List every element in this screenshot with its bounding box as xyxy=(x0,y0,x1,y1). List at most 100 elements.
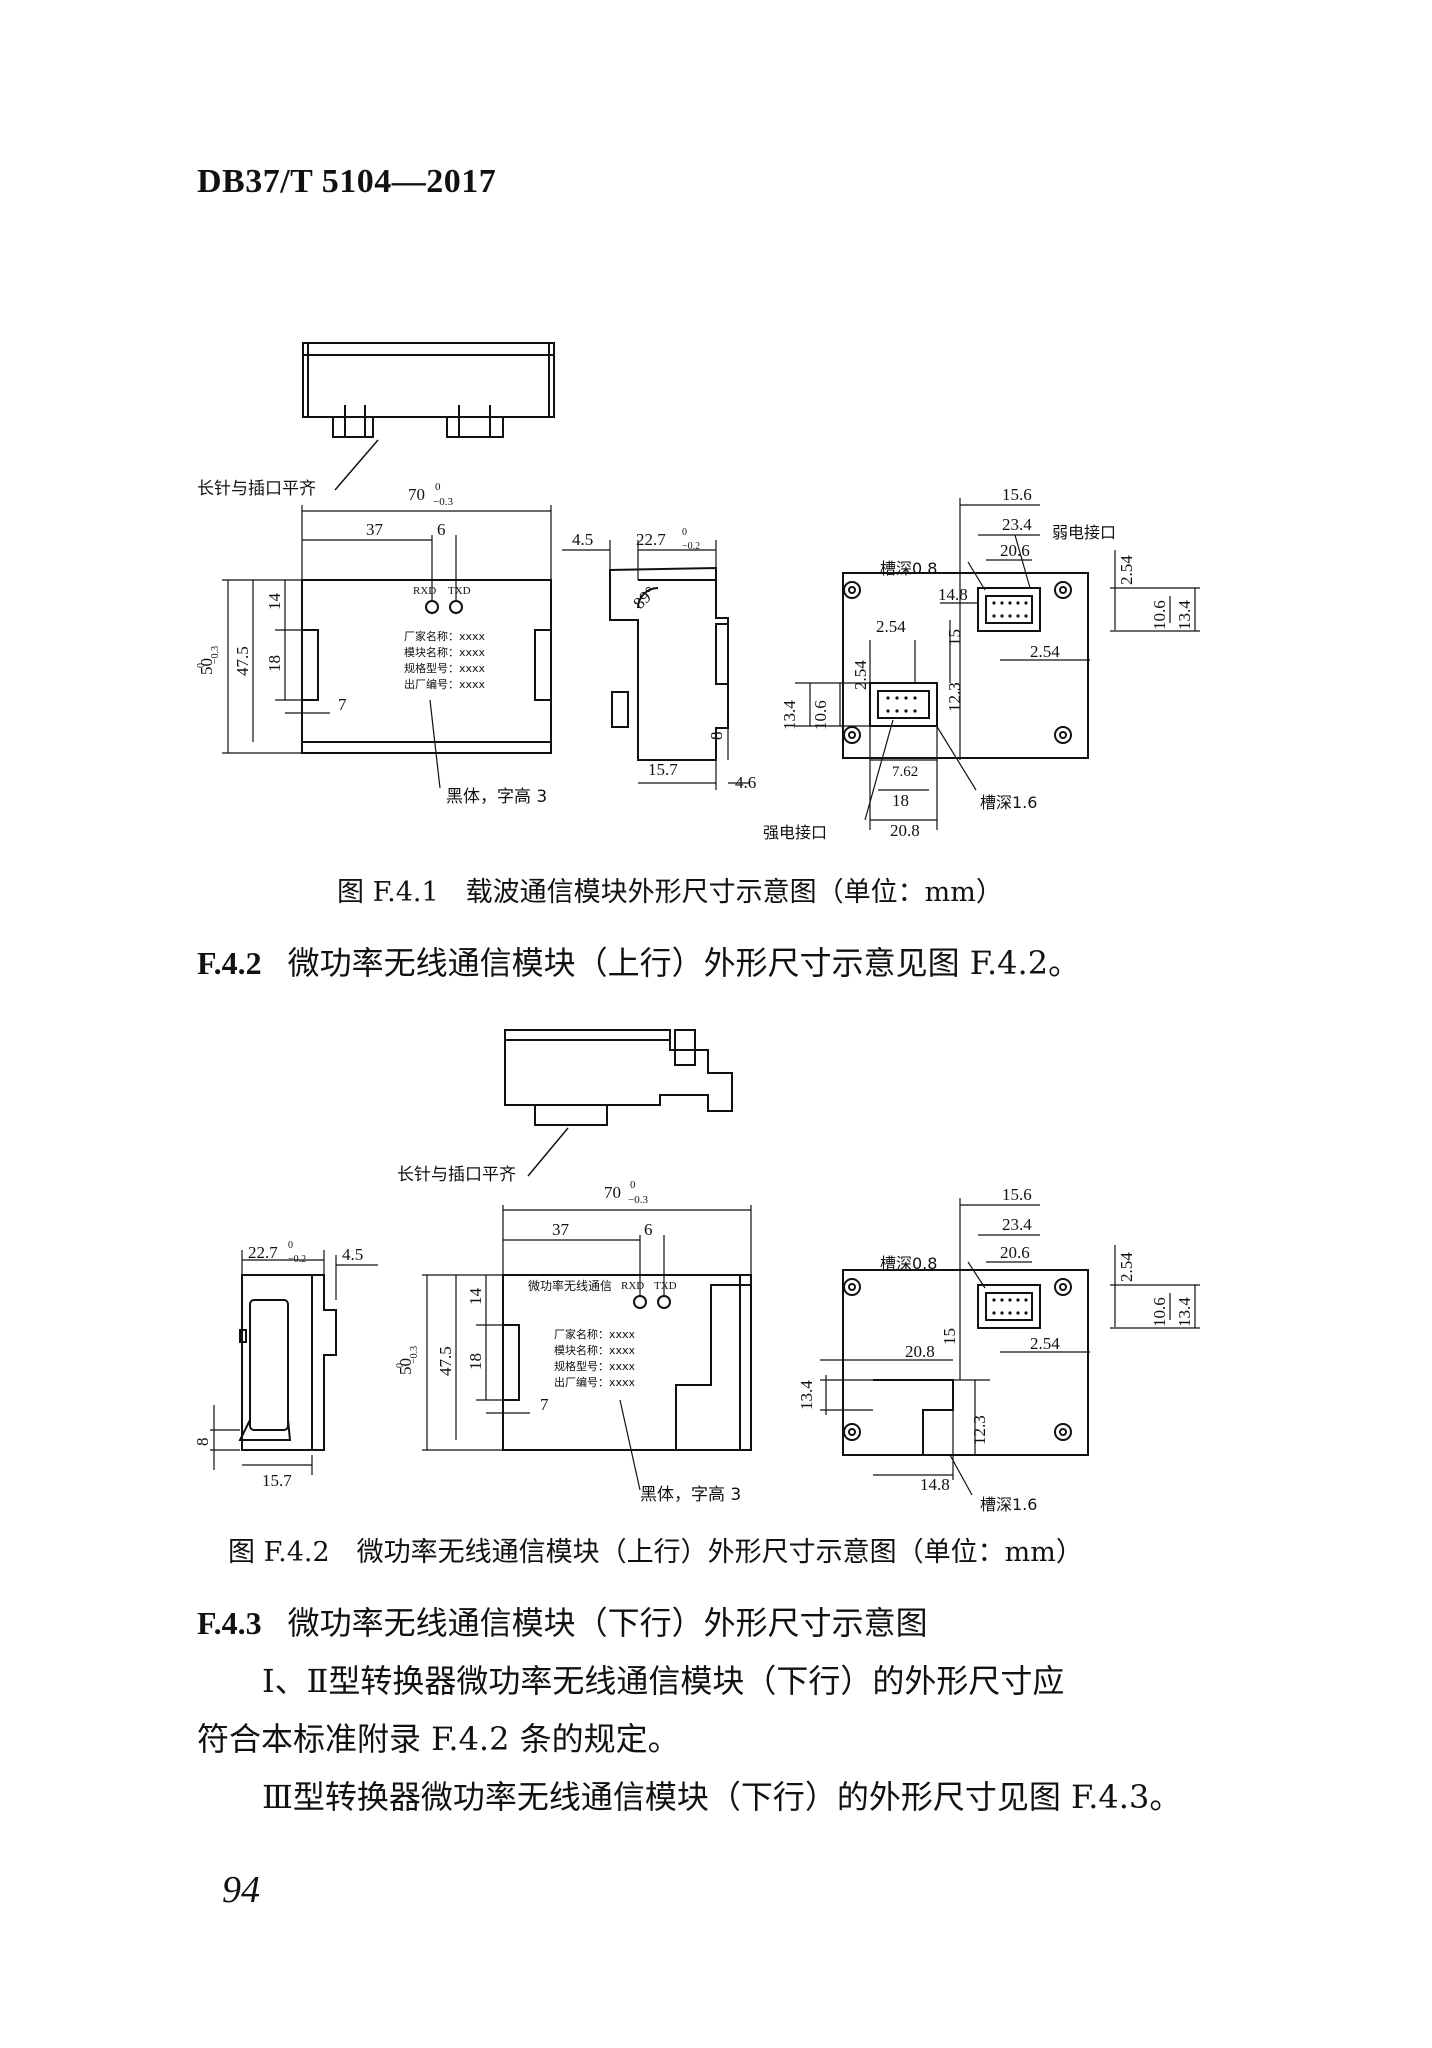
svg-text:15: 15 xyxy=(945,629,964,646)
svg-text:−0.3: −0.3 xyxy=(433,496,453,508)
paragraph-1-line-2: 符合本标准附录 F.4.2 条的规定。 xyxy=(197,1720,680,1758)
svg-text:黑体，字高 3: 黑体，字高 3 xyxy=(446,787,547,807)
svg-text:0: 0 xyxy=(435,481,441,493)
svg-text:0: 0 xyxy=(682,527,687,538)
svg-text:−0.3: −0.3 xyxy=(628,1194,648,1206)
figure-f42-caption: 图 F.4.2 微功率无线通信模块（上行）外形尺寸示意图（单位：mm） xyxy=(228,1537,1083,1568)
figure-f42-drawing: 长针与插口平齐 70 0 −0.3 37 6 50 0 −0.3 47.5 14… xyxy=(193,1029,1200,1514)
svg-text:厂家名称：xxxx: 厂家名称：xxxx xyxy=(404,629,486,643)
svg-text:13.4: 13.4 xyxy=(1175,1297,1194,1327)
svg-text:15.6: 15.6 xyxy=(1002,485,1032,504)
svg-text:20.6: 20.6 xyxy=(1000,1243,1030,1262)
svg-text:7: 7 xyxy=(540,1395,549,1414)
svg-text:弱电接口: 弱电接口 xyxy=(1052,523,1116,542)
svg-text:出厂编号：xxxx: 出厂编号：xxxx xyxy=(404,677,486,691)
svg-text:14.8: 14.8 xyxy=(938,585,968,604)
svg-text:0: 0 xyxy=(196,663,207,668)
svg-text:2.54: 2.54 xyxy=(1117,1252,1136,1282)
svg-text:20.8: 20.8 xyxy=(890,821,920,840)
figure-f41-drawing: 长针与插口平齐 70 0 −0.3 37 6 50 0 −0.3 47.5 14… xyxy=(196,342,1200,842)
svg-text:2.54: 2.54 xyxy=(876,617,906,636)
svg-text:15.7: 15.7 xyxy=(262,1471,292,1490)
svg-text:20.6: 20.6 xyxy=(1000,541,1030,560)
section-f43-heading: F.4.3 微功率无线通信模块（下行）外形尺寸示意图 xyxy=(197,1598,928,1644)
svg-text:4.5: 4.5 xyxy=(342,1245,363,1264)
section-f42-text: 微功率无线通信模块（上行）外形尺寸示意见图 F.4.2。 xyxy=(287,944,1081,982)
f41-top-view xyxy=(302,342,555,438)
svg-text:13.4: 13.4 xyxy=(1175,600,1194,630)
f41-side-view xyxy=(609,566,729,761)
svg-text:20.8: 20.8 xyxy=(905,1342,935,1361)
svg-text:37: 37 xyxy=(366,520,384,539)
svg-text:47.5: 47.5 xyxy=(436,1346,455,1376)
svg-text:黑体，字高 3: 黑体，字高 3 xyxy=(640,1485,741,1505)
svg-text:10.6: 10.6 xyxy=(811,700,830,730)
f42-side-view xyxy=(238,1274,337,1451)
svg-text:47.5: 47.5 xyxy=(233,646,252,676)
svg-text:14.8: 14.8 xyxy=(920,1475,950,1494)
svg-text:−0.3: −0.3 xyxy=(210,646,221,664)
svg-text:15.6: 15.6 xyxy=(1002,1185,1032,1204)
svg-text:8: 8 xyxy=(707,732,726,741)
svg-text:10.6: 10.6 xyxy=(1150,600,1169,630)
svg-text:13.4: 13.4 xyxy=(797,1380,816,1410)
svg-text:6: 6 xyxy=(644,1220,653,1239)
svg-text:18: 18 xyxy=(892,791,909,810)
svg-text:4.6: 4.6 xyxy=(735,773,756,792)
svg-text:12.3: 12.3 xyxy=(970,1415,989,1445)
svg-text:厂家名称：xxxx: 厂家名称：xxxx xyxy=(554,1327,636,1341)
f41-dim-70: 70 xyxy=(408,485,425,504)
svg-text:13.4: 13.4 xyxy=(780,700,799,730)
svg-text:槽深1.6: 槽深1.6 xyxy=(980,793,1037,812)
page-number: 94 xyxy=(222,1869,260,1911)
svg-text:70: 70 xyxy=(604,1183,621,1202)
svg-text:15.7: 15.7 xyxy=(648,760,678,779)
svg-text:0: 0 xyxy=(395,1363,406,1368)
paragraph-2: Ⅲ型转换器微功率无线通信模块（下行）的外形尺寸见图 F.4.3。 xyxy=(262,1778,1182,1816)
svg-text:18: 18 xyxy=(466,1353,485,1370)
svg-text:22.7: 22.7 xyxy=(636,530,666,549)
svg-text:出厂编号：xxxx: 出厂编号：xxxx xyxy=(554,1375,636,1389)
f42-top-view xyxy=(504,1029,733,1126)
standard-code: DB37/T 5104—2017 xyxy=(197,163,497,200)
section-f43-text: 微功率无线通信模块（下行）外形尺寸示意图 xyxy=(287,1604,928,1642)
svg-text:−0.2: −0.2 xyxy=(288,1254,306,1265)
f41-front-view xyxy=(301,579,552,754)
svg-text:槽深0.8: 槽深0.8 xyxy=(880,559,937,578)
svg-text:2.54: 2.54 xyxy=(1117,555,1136,585)
svg-text:模块名称：xxxx: 模块名称：xxxx xyxy=(404,645,486,659)
section-f42-number: F.4.2 xyxy=(197,945,262,981)
svg-text:18: 18 xyxy=(265,655,284,672)
svg-text:23.4: 23.4 xyxy=(1002,1215,1032,1234)
f41-back-view xyxy=(842,572,1089,759)
svg-text:RXD: RXD xyxy=(621,1280,644,1292)
svg-text:37: 37 xyxy=(552,1220,570,1239)
svg-text:RXD: RXD xyxy=(413,585,436,597)
svg-text:强电接口: 强电接口 xyxy=(763,823,827,842)
svg-text:12.3: 12.3 xyxy=(945,682,964,712)
svg-text:50: 50 xyxy=(197,658,216,675)
svg-text:槽深1.6: 槽深1.6 xyxy=(980,1495,1037,1514)
svg-text:模块名称：xxxx: 模块名称：xxxx xyxy=(554,1343,636,1357)
svg-text:4.5: 4.5 xyxy=(572,530,593,549)
svg-text:微功率无线通信: 微功率无线通信 xyxy=(528,1278,612,1293)
f41-flush-note: 长针与插口平齐 xyxy=(197,479,316,499)
svg-text:2.54: 2.54 xyxy=(1030,642,1060,661)
svg-text:2.54: 2.54 xyxy=(851,660,870,690)
svg-text:−0.2: −0.2 xyxy=(682,541,700,552)
svg-text:8: 8 xyxy=(193,1438,212,1447)
paragraph-1-line-1: Ⅰ、Ⅱ型转换器微功率无线通信模块（下行）的外形尺寸应 xyxy=(262,1662,1065,1700)
section-f43-number: F.4.3 xyxy=(197,1605,262,1641)
svg-text:89°: 89° xyxy=(629,583,659,613)
svg-text:2.54: 2.54 xyxy=(1030,1334,1060,1353)
svg-text:23.4: 23.4 xyxy=(1002,515,1032,534)
figure-f41-caption: 图 F.4.1 载波通信模块外形尺寸示意图（单位：mm） xyxy=(337,877,1003,908)
svg-text:50: 50 xyxy=(396,1358,415,1375)
svg-text:0: 0 xyxy=(630,1179,636,1191)
svg-text:槽深0.8: 槽深0.8 xyxy=(880,1254,937,1273)
svg-text:−0.3: −0.3 xyxy=(409,1346,420,1364)
f42-flush-note: 长针与插口平齐 xyxy=(397,1165,516,1185)
svg-text:TXD: TXD xyxy=(448,585,471,597)
svg-text:规格型号：xxxx: 规格型号：xxxx xyxy=(404,661,486,675)
svg-text:14: 14 xyxy=(265,593,284,611)
